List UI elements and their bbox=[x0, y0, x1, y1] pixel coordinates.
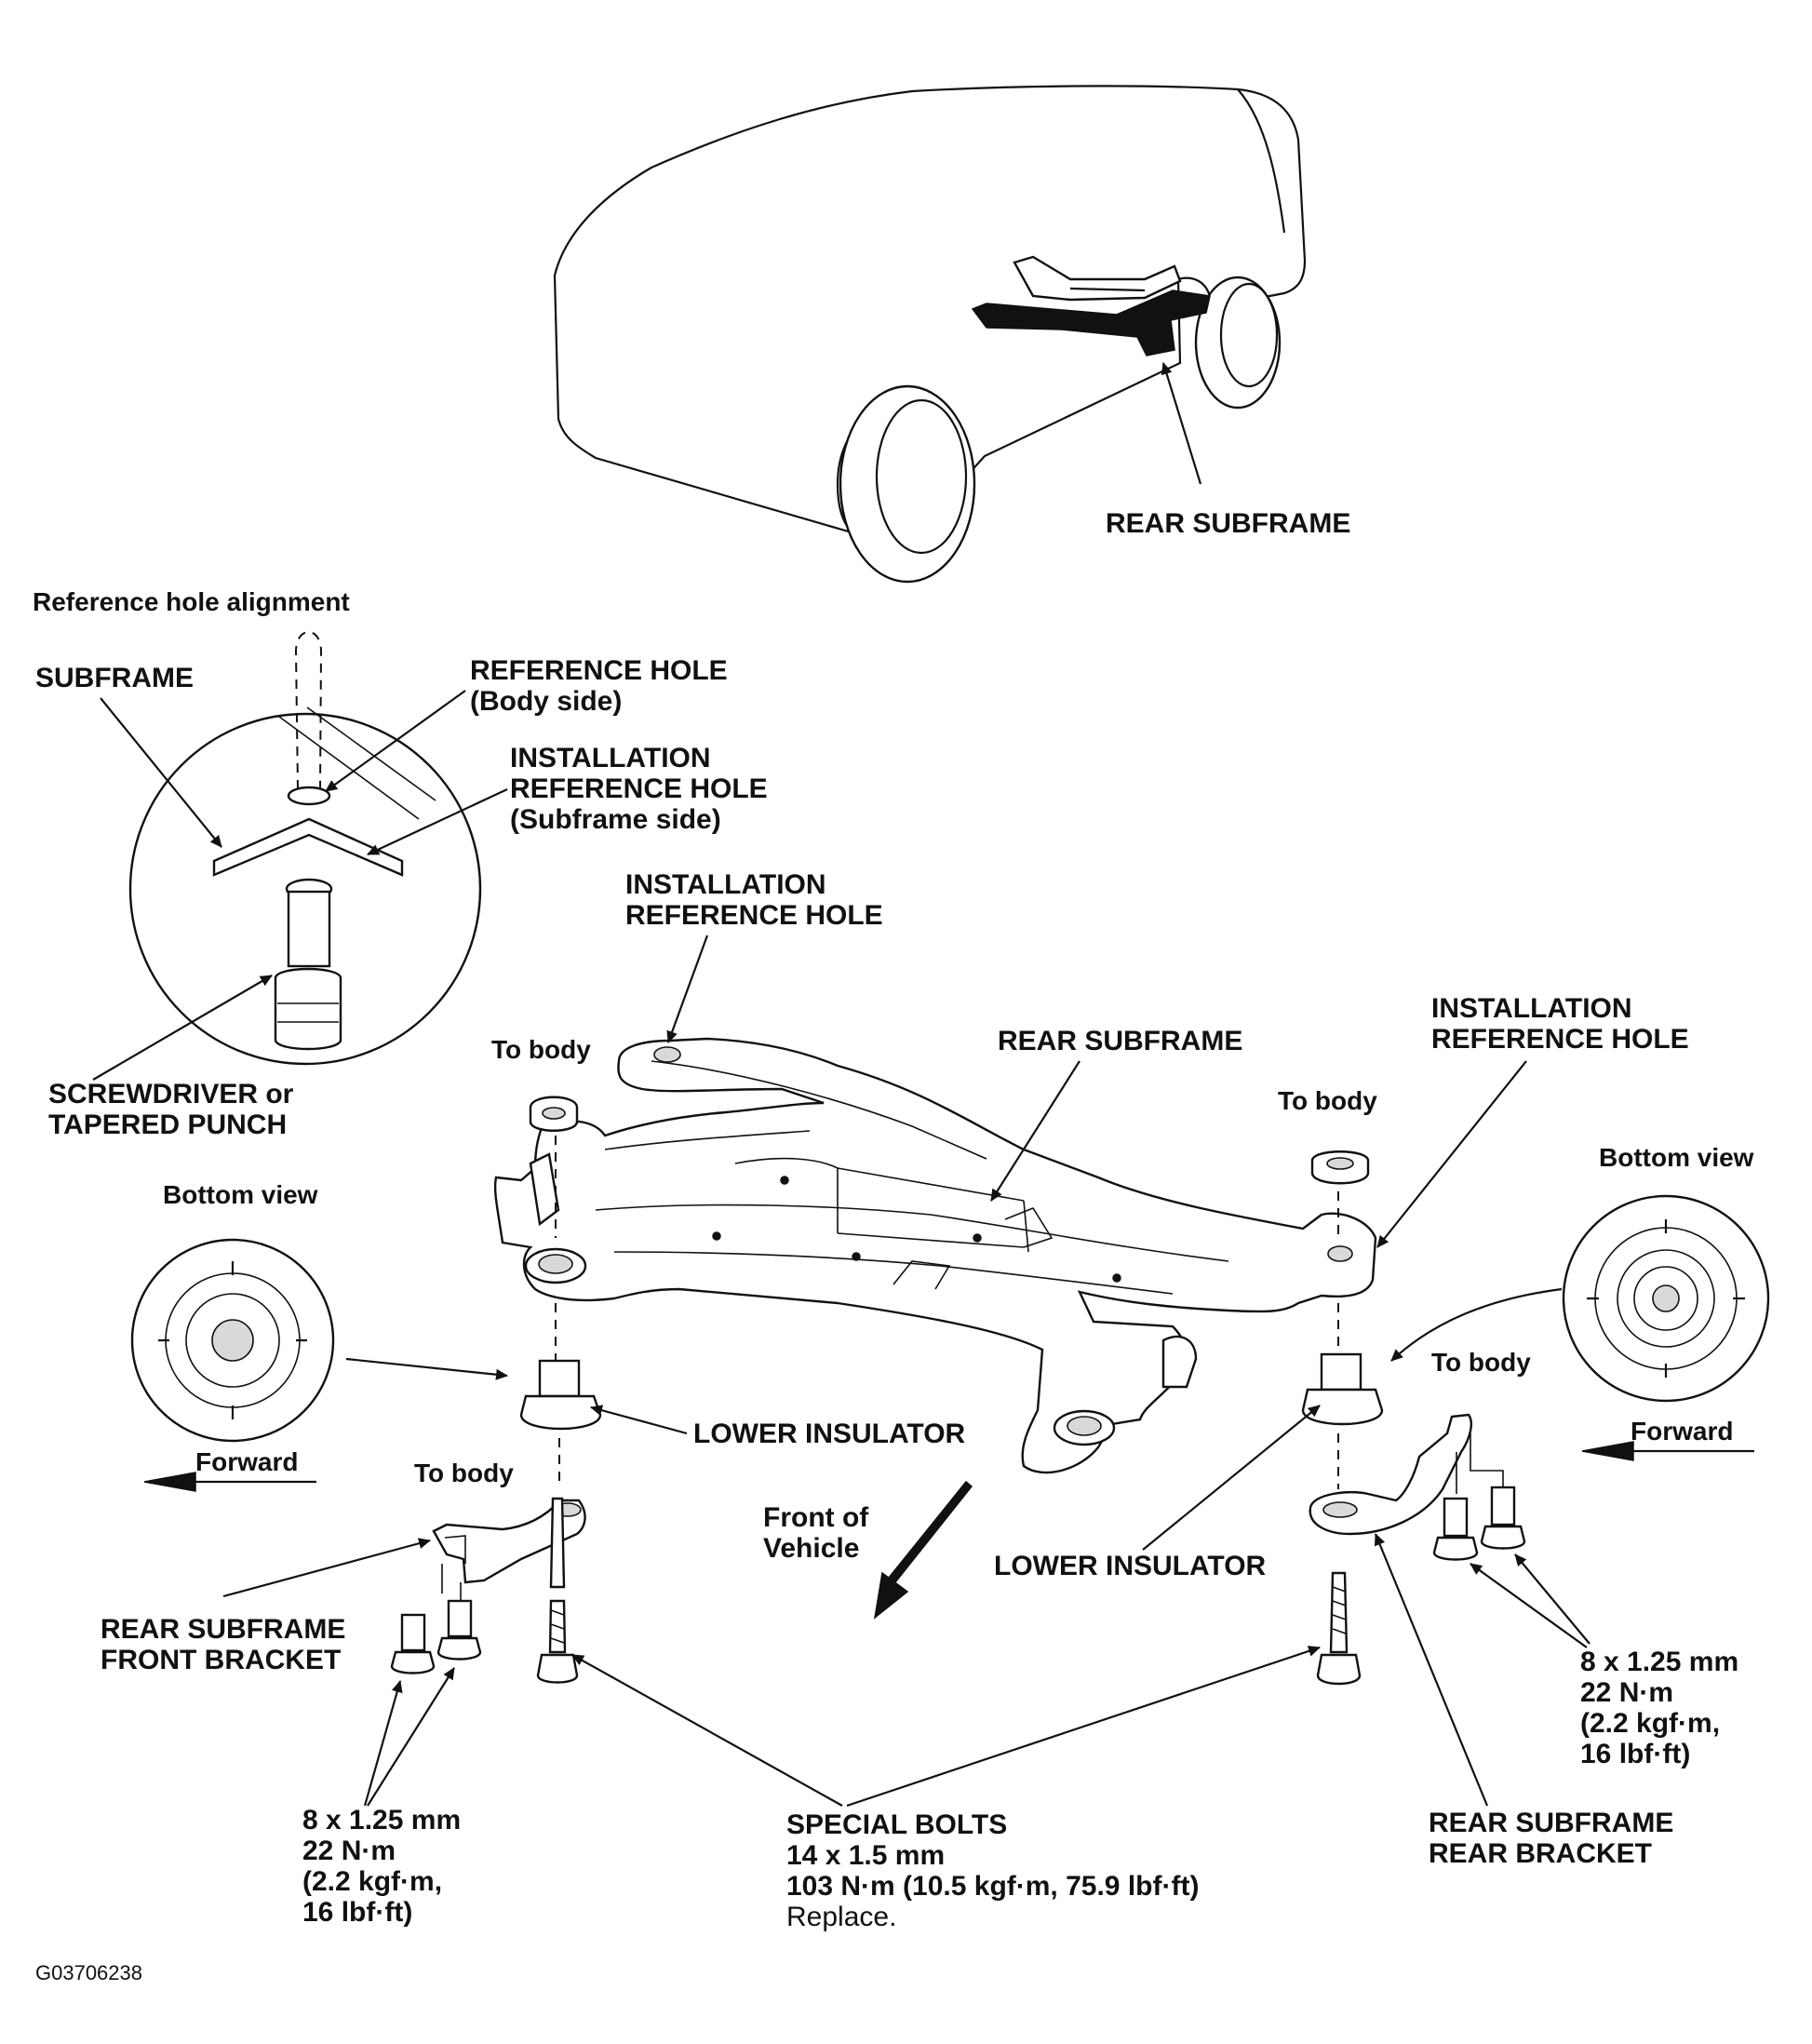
bottom-view-left-label: Bottom view bbox=[163, 1180, 318, 1209]
screwdriver-label: SCREWDRIVER or TAPERED PUNCH bbox=[48, 1079, 302, 1140]
left-special-bolt bbox=[536, 1497, 579, 1684]
left-bracket-bolt-1 bbox=[390, 1613, 436, 1674]
car-callout-line bbox=[1161, 362, 1202, 485]
front-of-vehicle-label: Front of Vehicle bbox=[763, 1502, 877, 1564]
bolt-spec-left-label: 8 x 1.25 mm 22 N·m (2.2 kgf·m, 16 lbf·ft… bbox=[302, 1805, 468, 1928]
to-body-label-1: To body bbox=[491, 1035, 591, 1064]
front-bracket-label: REAR SUBFRAME FRONT BRACKET bbox=[101, 1614, 354, 1675]
bolt-spec-right-label: 8 x 1.25 mm 22 N·m (2.2 kgf·m, 16 lbf·ft… bbox=[1580, 1647, 1746, 1769]
reference-hole-callout bbox=[325, 690, 466, 792]
bolt-spec-left-callout-1 bbox=[363, 1680, 403, 1807]
lower-insulator-right-label: LOWER INSULATOR bbox=[994, 1551, 1267, 1581]
to-body-label-3: To body bbox=[1431, 1348, 1531, 1377]
reference-hole-detail-circle bbox=[128, 631, 482, 1066]
rear-subframe-assembly bbox=[493, 1037, 1377, 1474]
special-bolts-callout-right bbox=[846, 1646, 1321, 1808]
to-body-label-2: To body bbox=[1278, 1086, 1377, 1115]
special-bolts-label: SPECIAL BOLTS 14 x 1.5 mm 103 N·m (10.5 … bbox=[786, 1809, 1199, 1902]
bottom-view-right-arrow bbox=[1390, 1287, 1563, 1362]
left-upper-mount bbox=[529, 1096, 579, 1132]
to-body-label-4: To body bbox=[414, 1459, 514, 1487]
install-ref-hole-right-label: INSTALLATION REFERENCE HOLE bbox=[1431, 993, 1689, 1055]
reference-hole-label: REFERENCE HOLE (Body side) bbox=[470, 655, 735, 717]
ref-hole-alignment-heading: Reference hole alignment bbox=[33, 587, 350, 616]
right-upper-mount bbox=[1310, 1150, 1370, 1185]
right-special-bolt bbox=[1316, 1571, 1362, 1686]
forward-right-arrowhead bbox=[1581, 1441, 1634, 1461]
left-lower-insulator bbox=[519, 1359, 602, 1431]
install-ref-hole-left-label: INSTALLATION REFERENCE HOLE bbox=[625, 869, 883, 931]
install-ref-hole-detail-label: INSTALLATION REFERENCE HOLE (Subframe si… bbox=[510, 743, 775, 835]
bolt-spec-left-callout-2 bbox=[367, 1667, 455, 1807]
front-bracket-callout bbox=[222, 1538, 431, 1598]
figure-id: G03706238 bbox=[35, 1961, 142, 1984]
bottom-view-right-circle bbox=[1562, 1194, 1770, 1403]
rear-subframe-rear-bracket bbox=[1309, 1413, 1472, 1536]
right-bracket-bolt-1 bbox=[1432, 1497, 1479, 1561]
special-bolts-callout-left bbox=[571, 1654, 843, 1807]
install-ref-hole-detail-callout bbox=[367, 788, 508, 855]
car-rear-subframe-label: REAR SUBFRAME bbox=[1106, 508, 1350, 539]
car-silhouette bbox=[553, 85, 1307, 584]
subframe-label: SUBFRAME bbox=[35, 663, 194, 693]
front-of-vehicle-arrow bbox=[873, 1480, 973, 1620]
bottom-view-right-label: Bottom view bbox=[1599, 1143, 1754, 1172]
bottom-view-left-circle bbox=[130, 1238, 335, 1443]
rear-subframe-main-label: REAR SUBFRAME bbox=[998, 1026, 1242, 1056]
bolt-spec-right-callout-1 bbox=[1470, 1563, 1588, 1648]
right-bracket-bolt-2 bbox=[1480, 1486, 1526, 1550]
bottom-view-left-arrow bbox=[345, 1357, 508, 1380]
bolt-spec-right-callout-2 bbox=[1514, 1553, 1591, 1645]
lower-insulator-left-label: LOWER INSULATOR bbox=[693, 1419, 966, 1449]
lower-insulator-right-callout bbox=[1142, 1405, 1321, 1551]
lower-insulator-left-callout bbox=[590, 1405, 688, 1435]
right-lower-insulator bbox=[1301, 1352, 1384, 1426]
screwdriver-callout bbox=[92, 975, 273, 1081]
rear-subframe-main-callout bbox=[990, 1060, 1080, 1202]
rear-bracket-label: REAR SUBFRAME REAR BRACKET bbox=[1429, 1808, 1682, 1869]
replace-note: Replace. bbox=[786, 1902, 896, 1932]
forward-left-arrowhead bbox=[143, 1472, 196, 1492]
install-ref-hole-left-callout bbox=[666, 935, 709, 1043]
install-ref-hole-right-callout bbox=[1376, 1060, 1527, 1248]
forward-left-label: Forward bbox=[195, 1447, 298, 1476]
left-bracket-bolt-2 bbox=[436, 1599, 482, 1661]
subframe-callout bbox=[100, 697, 222, 848]
forward-right-label: Forward bbox=[1631, 1417, 1733, 1446]
rear-subframe-front-bracket bbox=[432, 1499, 586, 1584]
rear-bracket-callout bbox=[1374, 1533, 1489, 1807]
